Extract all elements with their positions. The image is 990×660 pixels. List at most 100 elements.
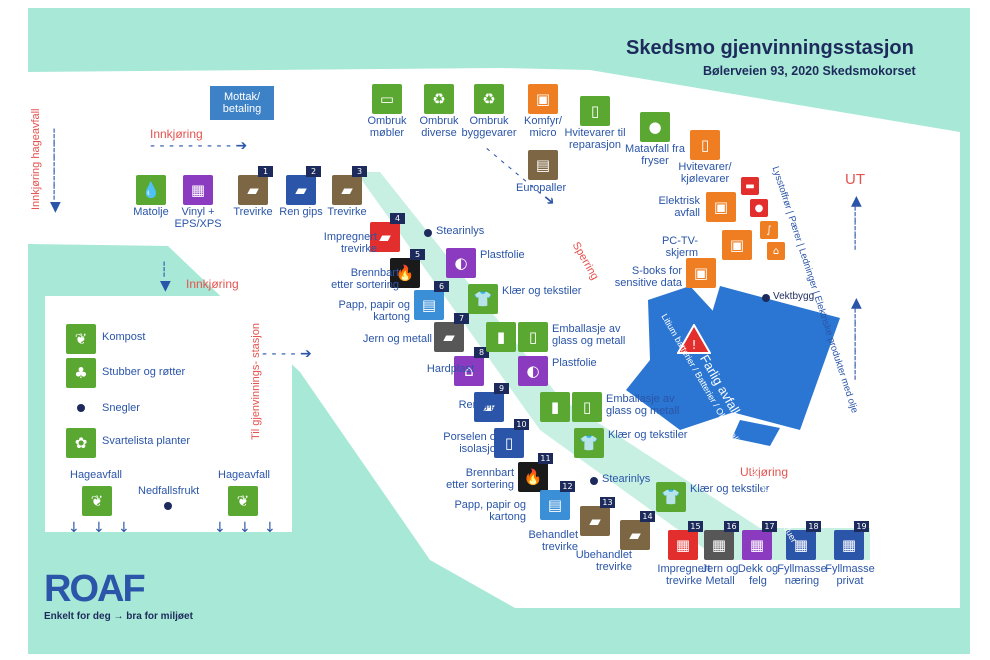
station-label: Hvitevarer/ kjølevarer — [678, 161, 732, 185]
station-number-badge: 18 — [806, 521, 821, 532]
station-label: Ren gips — [458, 399, 502, 411]
station-label: Papp, papir og kartong — [338, 299, 410, 323]
station-label: Plastfolie — [552, 357, 597, 369]
station-number-badge: 9 — [494, 383, 509, 394]
station-icon: ◐ — [518, 356, 548, 386]
station-label: Matavfall fra fryser — [625, 143, 685, 167]
station-label: Jern og metall — [362, 333, 432, 345]
station-number-badge: 13 — [600, 497, 615, 508]
station-label: Klær og tekstiler — [690, 483, 770, 495]
bulb-icon: ● — [750, 199, 768, 217]
innkjoring-label: Innkjøring — [150, 127, 203, 141]
station-icon: ▯ — [494, 428, 524, 458]
station-label: Trevirke — [233, 206, 273, 218]
station-icon: ▰ — [580, 506, 610, 536]
station-icon: 🔥 — [518, 462, 548, 492]
stove-icon: ▣ — [528, 84, 558, 114]
fridge-icon: ▯ — [690, 130, 720, 160]
europaller-label: Europaller — [516, 182, 567, 194]
station-label: Ombruk byggevarer — [461, 115, 517, 139]
station-icon: ▤ — [414, 290, 444, 320]
station-number-badge: 1 — [258, 166, 273, 177]
station-icon: ▮ — [540, 392, 570, 422]
station-label: Impregnert trevirke — [657, 563, 711, 587]
station-icon: ▯ — [572, 392, 602, 422]
hageavfall-2-label: Hageavfall — [218, 469, 270, 481]
station-label: Brennbart etter sortering — [331, 267, 399, 291]
nedfallsfrukt-label: Nedfallsfrukt — [138, 485, 200, 497]
station-label: Dekk og felg — [737, 563, 779, 587]
gypsum-icon: ▰ — [286, 175, 316, 205]
stearinlys-dot — [590, 477, 598, 485]
arrow-up-icon: ▲┆┆┆ — [851, 193, 862, 251]
stubber-label: Stubber og røtter — [102, 366, 186, 378]
innkjoring-hageavfall-label: Innkjøring hageavfall — [30, 108, 42, 210]
station-label: Matolje — [133, 206, 169, 218]
apple-icon: ● — [640, 112, 670, 142]
wood-icon: ▰ — [332, 175, 362, 205]
station-number-badge: 4 — [390, 213, 405, 224]
station-label: Komfyr/ micro — [524, 115, 562, 139]
vektbygg-dot — [762, 294, 770, 302]
leaf-icon: ❦ — [66, 324, 96, 354]
station-icon: ▰ — [474, 392, 504, 422]
station-label: Vinyl + EPS/XPS — [174, 206, 222, 230]
station-label: Hvitevarer til reparasjon — [564, 127, 626, 151]
station-number-badge: 11 — [538, 453, 553, 464]
station-label: Fyllmasse privat — [825, 563, 875, 587]
station-icon: ▣ — [686, 258, 716, 288]
station-label: Klær og tekstiler — [502, 285, 582, 297]
arrow-down-icon: ↓ — [239, 520, 251, 536]
snegler-label: Snegler — [102, 402, 140, 414]
station-icon: 👕 — [656, 482, 686, 512]
hageavfall-1-label: Hageavfall — [70, 469, 122, 481]
wood-icon: ▰ — [238, 175, 268, 205]
station-label: Stearinlys — [436, 225, 485, 237]
arrow-down-icon: ↓ — [264, 520, 276, 536]
recycle-icon: ♻ — [474, 84, 504, 114]
station-icon: 👕 — [468, 284, 498, 314]
station-label: Ombruk diverse — [419, 115, 459, 139]
vektbygg-label: Vektbygg — [773, 291, 815, 302]
stump-icon: ♣ — [66, 358, 96, 388]
station-number-badge: 3 — [352, 166, 367, 177]
svg-text:!: ! — [692, 338, 697, 352]
fridge-icon: ▯ — [580, 96, 610, 126]
station-number-badge: 7 — [454, 313, 469, 324]
station-icon: ▣ — [706, 192, 736, 222]
leaf-icon: ❦ — [82, 486, 112, 516]
til-gjenvinning-label: Til gjenvinnings- stasjon — [250, 323, 262, 440]
address: Bølerveien 93, 2020 Skedsmokorset — [703, 64, 916, 78]
arrow-up-icon: ▲┆┆┆┆┆ — [851, 295, 862, 381]
station-label: Klær og tekstiler — [608, 429, 688, 441]
snegler-dot — [77, 404, 85, 412]
station-icon: ▰ — [620, 520, 650, 550]
arrow-right-icon: - - - - ➔ — [262, 346, 312, 362]
station-label: Trevirke — [327, 206, 367, 218]
utkjoring-label: Utkjøring — [740, 465, 789, 479]
station-icon: ▯ — [518, 322, 548, 352]
station-icon: 👕 — [574, 428, 604, 458]
station-number-badge: 16 — [724, 521, 739, 532]
station-label: Emballasje av glass og metall — [606, 393, 680, 417]
plant-icon: ✿ — [66, 428, 96, 458]
mottak-betaling-box: Mottak/ betaling — [210, 86, 274, 120]
station-icon: 🔥 — [390, 258, 420, 288]
station-icon: ▰ — [434, 322, 464, 352]
station-number-badge: 14 — [640, 511, 655, 522]
cable-icon: ∫ — [760, 221, 778, 239]
arrow-down-icon: ↓ — [118, 520, 130, 536]
arrow-down-icon: ↓ — [214, 520, 226, 536]
arrow-down-icon: ↓ — [93, 520, 105, 536]
station-label: Jern og Metall — [701, 563, 739, 587]
station-label: Porselen og isolasjon — [443, 431, 502, 455]
station-icon: ◐ — [446, 248, 476, 278]
arrow-right-icon: - - - - - - - - - ➔ — [150, 138, 248, 154]
station-label: Hardplast — [426, 363, 474, 375]
station-icon: ▦ — [742, 530, 772, 560]
station-label: Elektrisk avfall — [658, 195, 700, 219]
station-number-badge: 6 — [434, 281, 449, 292]
station-label: Ren gips — [279, 206, 323, 218]
warning-icon: ! — [677, 324, 711, 354]
